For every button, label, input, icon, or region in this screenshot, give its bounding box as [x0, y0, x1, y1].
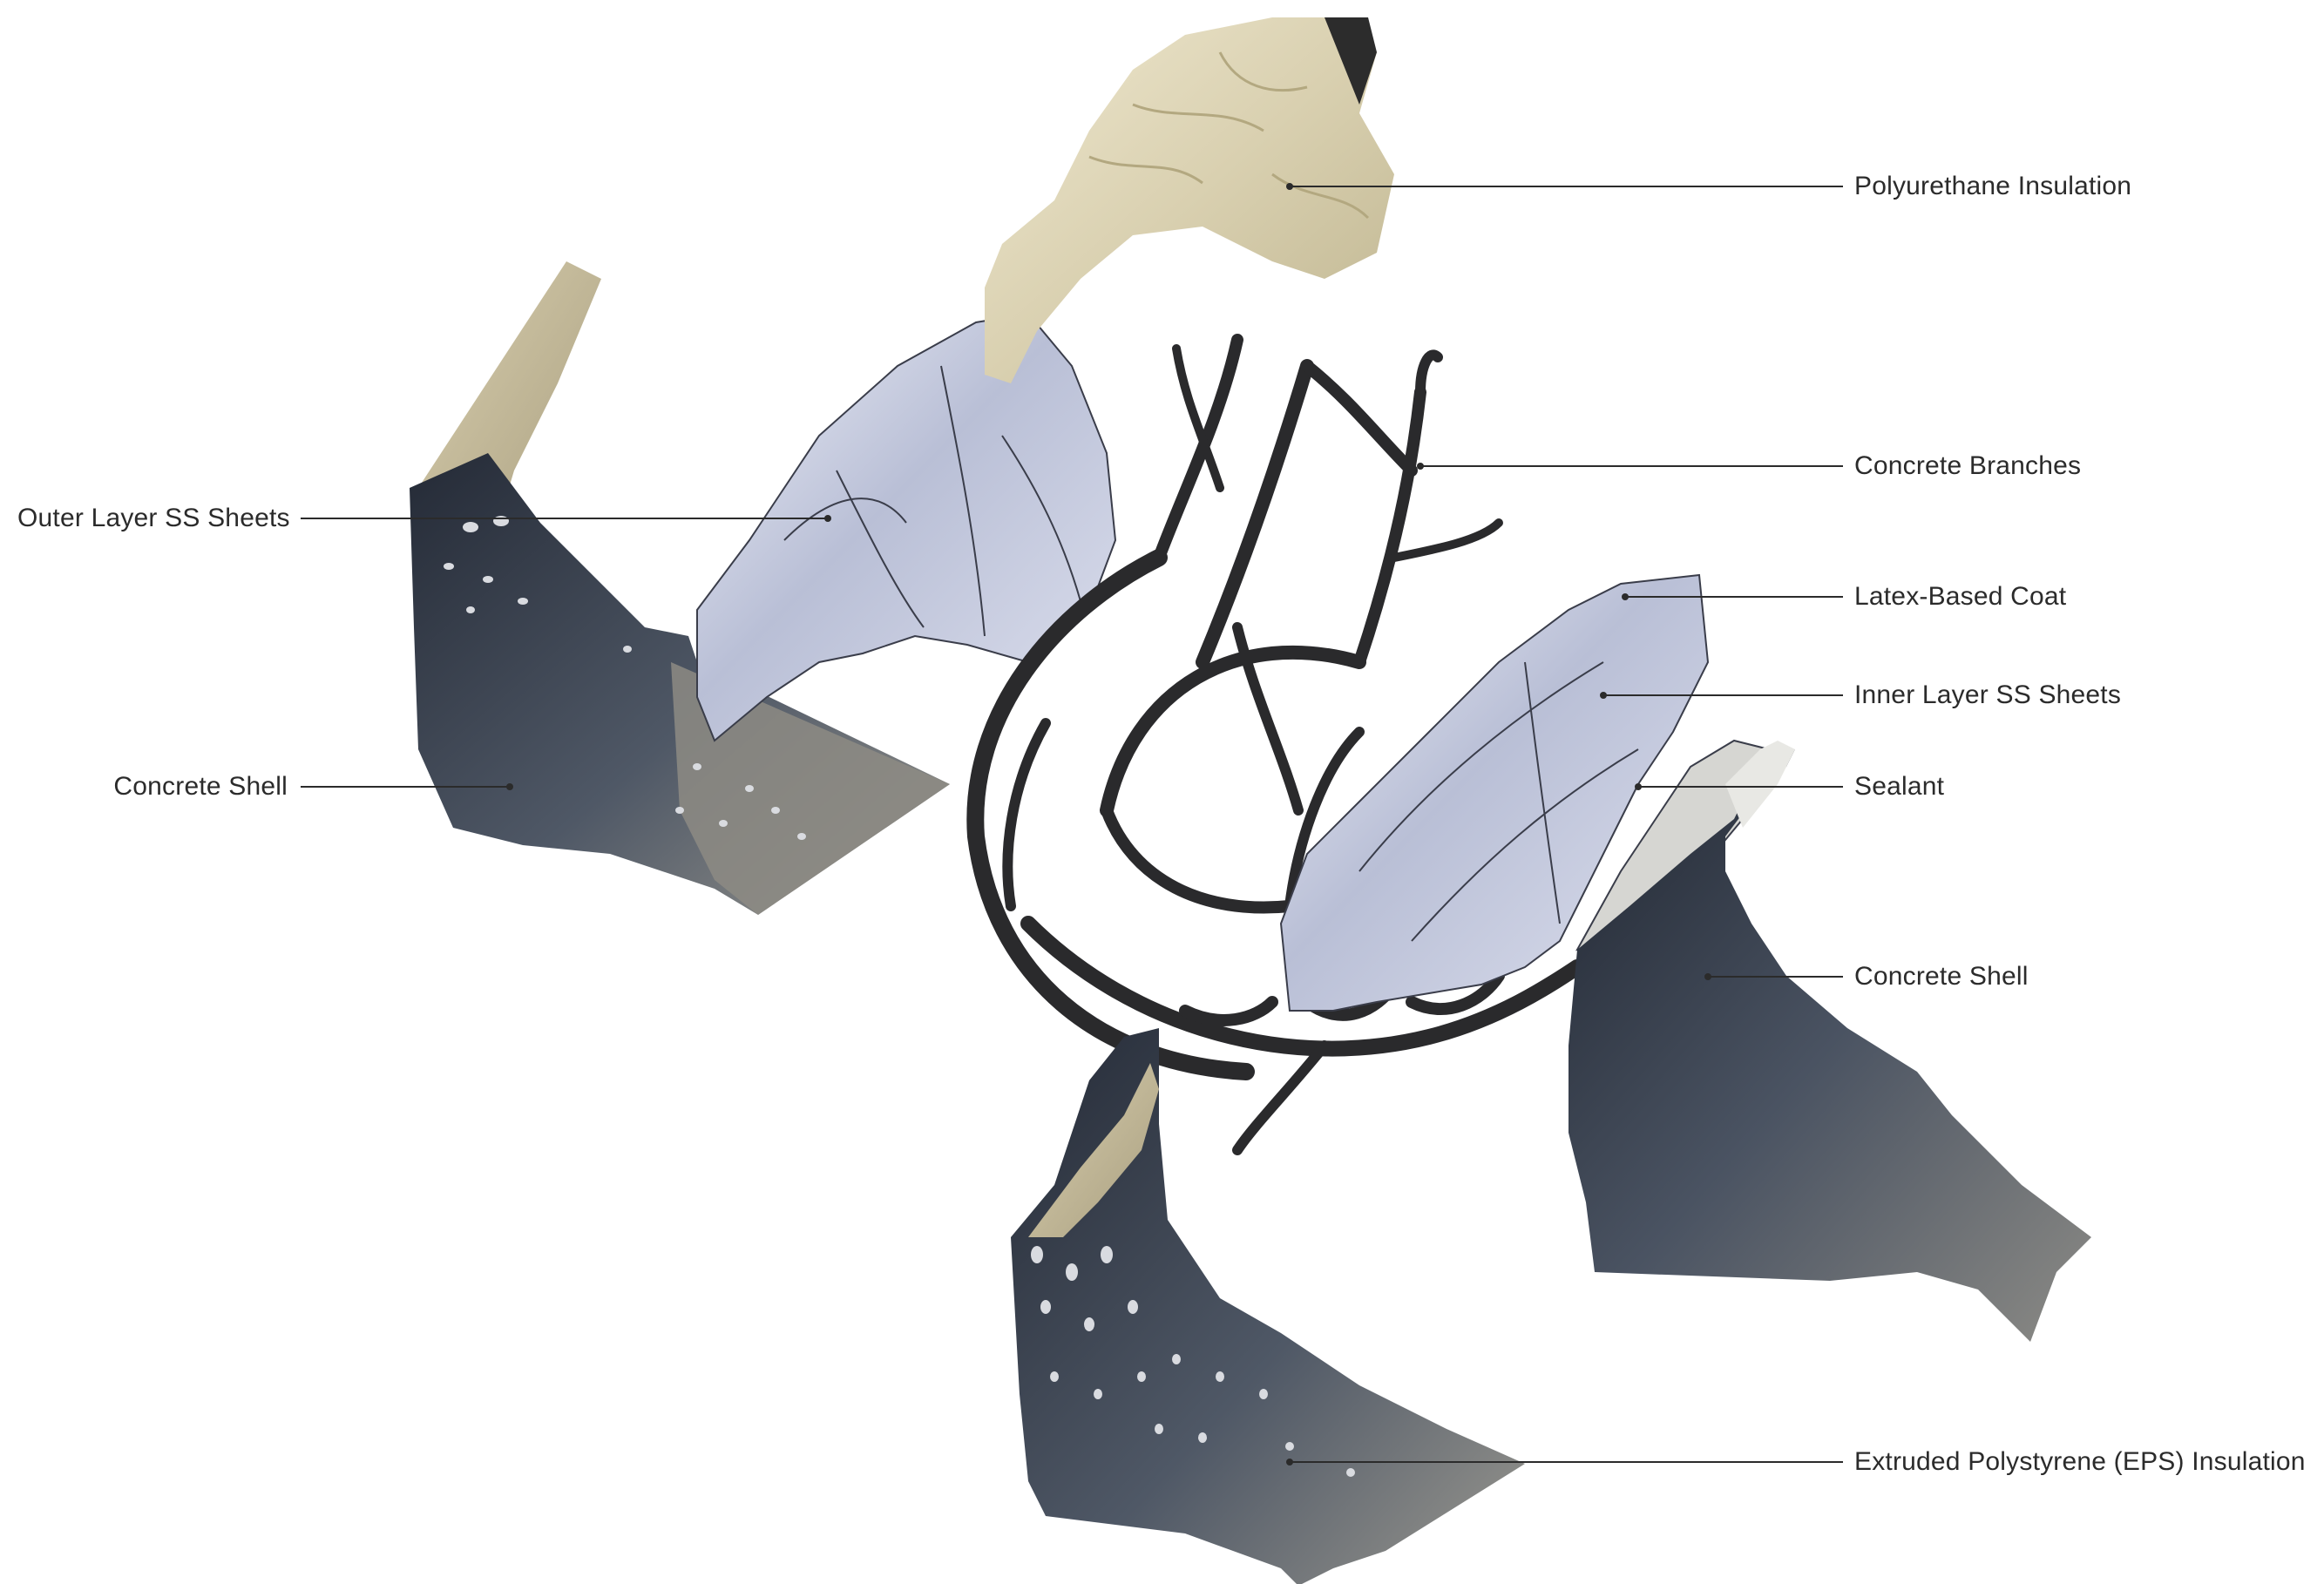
branch-stem-1 [1159, 340, 1237, 558]
label-sealant: Sealant [1854, 771, 1944, 802]
branch-fork-1 [1307, 366, 1412, 470]
branch-tip-1 [1420, 355, 1438, 392]
label-latex-based-coat: Latex-Based Coat [1854, 581, 2066, 613]
branch-inner-ring-bottom [1107, 810, 1290, 908]
outer-layer-ss-sheets-component [697, 314, 1115, 741]
branch-drop [1237, 1046, 1325, 1150]
label-concrete-shell-left: Concrete Shell [17, 771, 288, 802]
polyurethane-insulation-component [985, 17, 1394, 383]
label-concrete-branches: Concrete Branches [1854, 450, 2081, 482]
label-polyurethane-insulation: Polyurethane Insulation [1854, 171, 2131, 202]
branch-inner-3 [1007, 723, 1046, 906]
label-concrete-shell-right: Concrete Shell [1854, 961, 2029, 992]
polyurethane-body [985, 17, 1394, 383]
branch-fork-2 [1394, 523, 1499, 558]
label-outer-layer-ss-sheets: Outer Layer SS Sheets [17, 503, 288, 534]
label-extruded-polystyrene-insulation: Extruded Polystyrene (EPS) Insulation [1854, 1446, 2306, 1478]
label-inner-layer-ss-sheets: Inner Layer SS Sheets [1854, 680, 2121, 711]
